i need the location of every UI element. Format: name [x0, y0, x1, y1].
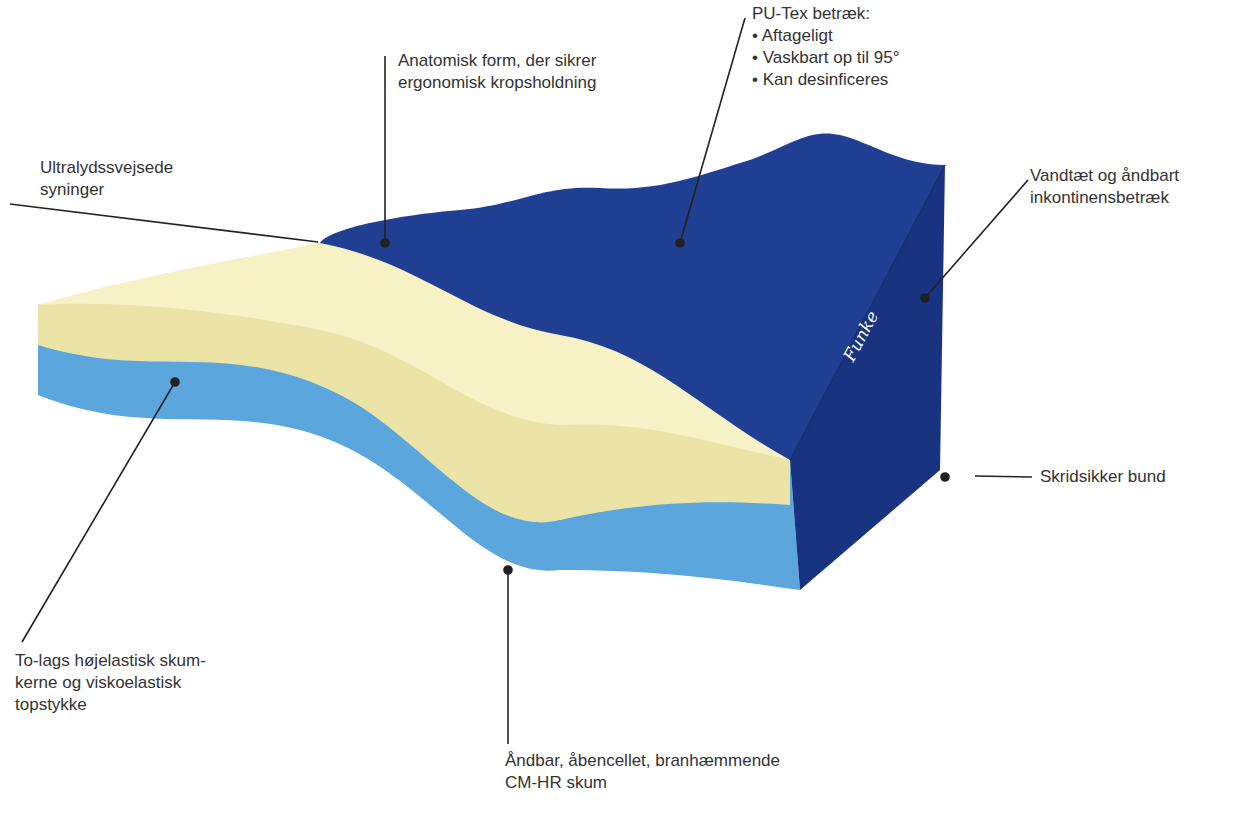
- callout-bullet: • Kan desinficeres: [752, 69, 982, 91]
- leader-dot: [504, 566, 512, 574]
- callout-label: Åndbar, åbencellet, branhæmmende CM-HR s…: [505, 750, 797, 794]
- leader-line: [680, 18, 745, 243]
- brand-logo: Funke: [839, 308, 882, 365]
- leader-dot: [381, 239, 389, 247]
- leader-line: [10, 204, 318, 242]
- leader-dot: [941, 473, 949, 481]
- cover-side: [790, 165, 945, 590]
- callout-bullet: • Aftageligt: [752, 25, 982, 47]
- leader-dot: [921, 294, 929, 302]
- callout-heading: PU-Tex betræk:: [752, 3, 982, 25]
- leader-line: [384, 56, 386, 243]
- callout-label: Vandtæt og åndbart inkontinensbetræk: [1030, 165, 1235, 209]
- seam-line: [790, 165, 945, 460]
- callout-label: To-lags højelastisk skum- kerne og visko…: [15, 650, 237, 716]
- leader-line: [925, 180, 1028, 298]
- leader-line: [507, 570, 509, 744]
- leader-dot: [676, 239, 684, 247]
- callout-label: Anatomisk form, der sikrer ergonomisk kr…: [398, 50, 628, 94]
- callout-label: Ultralydssvejsede syninger: [40, 157, 240, 201]
- leader-line: [22, 382, 175, 642]
- callout-bullet: • Vaskbart op til 95°: [752, 47, 982, 69]
- leader-line: [975, 476, 1032, 477]
- leader-lines: [10, 18, 1032, 744]
- callout-label: Skridsikker bund: [1040, 466, 1240, 488]
- leader-dot: [171, 378, 179, 386]
